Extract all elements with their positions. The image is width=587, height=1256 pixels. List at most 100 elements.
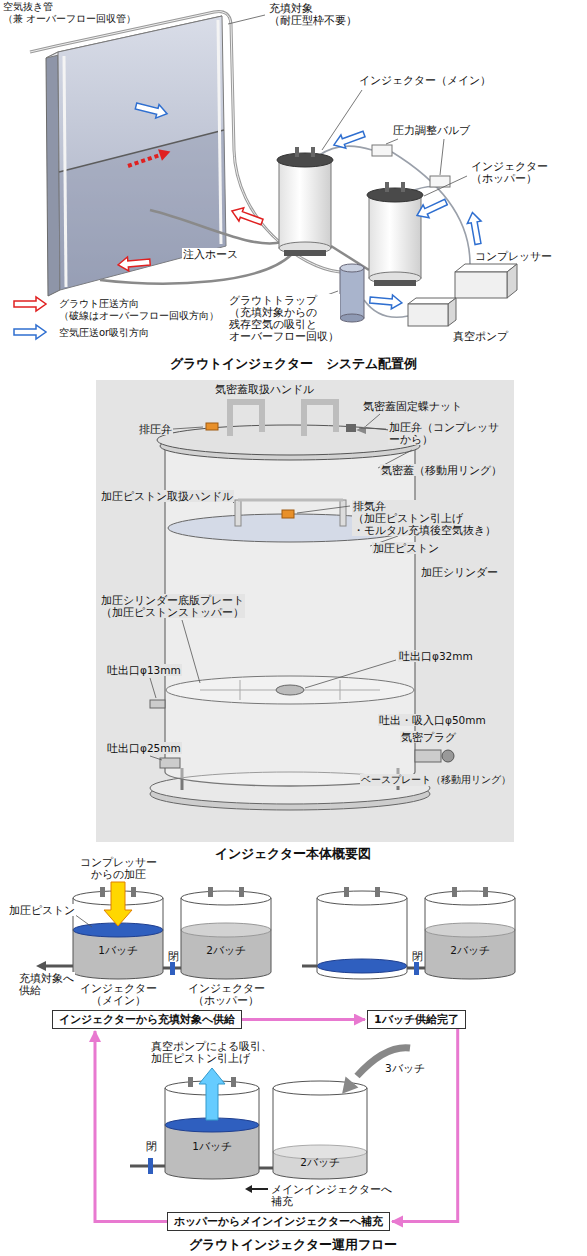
annotation-label: 充填対象 （耐圧型枠不要） (268, 2, 358, 26)
annotation-label: インジェクター（メイン） (358, 74, 492, 86)
text-line: （破線はオーバーフロー回収方向） (59, 310, 219, 322)
overflow-direction-arrow (128, 155, 160, 166)
airtight-lid (304, 402, 336, 436)
leader-line (366, 414, 380, 426)
airtight-lid (206, 423, 218, 430)
annotation-label: 真空ポンプによる吸引、 加圧ピストン引上げ (150, 1040, 273, 1064)
overflow-direction-arrow (128, 146, 172, 166)
text-line: 排気弁 (353, 500, 496, 512)
air-vent-pipe (30, 12, 340, 273)
text-line: （ホッパー） (471, 172, 548, 184)
fill-target-panel (218, 20, 221, 244)
annotation-label: 加圧シリンダー (420, 566, 499, 578)
vacuum-pump (408, 304, 448, 326)
text-line: （兼 オーバーフロー回収管） (3, 13, 136, 25)
process-box: 1バッチ供給完了 (367, 1010, 466, 1029)
annotation-label: 加圧ピストン取扱ハンドル (100, 490, 234, 502)
connecting-pipe (130, 1158, 273, 1174)
leader-line (359, 428, 386, 429)
hopper-cylinder (273, 1081, 367, 1179)
airtight-plug (442, 750, 454, 762)
cylinder-bottom-plate (276, 685, 304, 695)
legend-text: 空気圧送or吸引方向 (58, 327, 150, 339)
text-line: （加圧ピストンストッパー） (101, 606, 244, 618)
hopper-cylinder (425, 898, 515, 979)
hopper-cylinder (239, 887, 244, 897)
leader-line (386, 139, 398, 144)
pressure-valve (372, 145, 450, 187)
text-line: グラウトトラップ (229, 294, 339, 306)
hopper-cylinder (273, 1088, 367, 1179)
injector-cylinder (131, 887, 136, 897)
leader-line (228, 15, 265, 24)
pressure-piston (340, 500, 346, 526)
text-line: オーバーフロー回収） (229, 330, 339, 342)
annotation-label: 加圧弁（コンプレッサーから） (388, 421, 502, 445)
injector-cylinder (317, 891, 407, 905)
pressure-piston (235, 500, 241, 526)
pressure-arrow (104, 882, 132, 926)
annotation-label: 圧力調整バルブ (392, 124, 471, 136)
annotation-label: 加圧シリンダー底版プレート （加圧ピストンストッパー） (100, 594, 245, 618)
annotation-label: メインインジェクターへ 補充 (270, 1183, 393, 1207)
cylinder-bottom-plate (166, 676, 414, 704)
injector-cylinder (317, 959, 407, 973)
injector-cylinder (344, 887, 349, 897)
leader-line (424, 176, 467, 196)
leader-line (150, 756, 162, 760)
leader-line (150, 678, 156, 698)
flow-direction-arrow (245, 1185, 268, 1193)
text-line: グラウト圧送方向 (59, 298, 219, 310)
hopper-injector (369, 195, 421, 278)
connecting-pipe (259, 1167, 273, 1170)
pressure-piston (238, 499, 343, 502)
annotation-label: 気密蓋取扱ハンドル (214, 383, 315, 395)
annotation-label: 2バッチ (449, 944, 491, 956)
hopper-cylinder (452, 887, 457, 897)
annotation-label: 排気弁 （加圧ピストン引上げ ・モルタル充填後空気抜き） (352, 500, 497, 536)
legend-sample (14, 325, 46, 339)
cylinder-bottom-plate (340, 680, 341, 700)
annotation-label: 1バッチ (97, 944, 139, 956)
annotation-label: 気密蓋（移動用リング） (380, 464, 503, 476)
text-line: 加圧シリンダー底版プレート (101, 594, 244, 606)
hopper-injector (367, 188, 423, 202)
hopper-cylinder (425, 891, 515, 905)
grout-direction-arrow (230, 204, 265, 228)
hopper-cylinder (273, 1088, 367, 1179)
hopper-cylinder (425, 898, 515, 979)
injector-cylinder (165, 1125, 259, 1179)
injector-cylinder (375, 887, 380, 897)
grout-direction-arrow (118, 204, 265, 271)
leader-line (305, 660, 396, 688)
outlet-port (160, 758, 180, 768)
text-line: インジェクター (471, 160, 548, 172)
grout-trap (340, 264, 364, 272)
leader-line (182, 620, 200, 683)
grout-trap (340, 264, 364, 322)
text-line: （充填対象からの (229, 306, 339, 318)
flow-direction-arrow (245, 1185, 252, 1193)
fill-target-panel (64, 56, 66, 287)
air-direction-arrow (332, 127, 367, 151)
hopper-cylinder (181, 923, 271, 937)
hopper-cylinder (181, 898, 271, 979)
vacuum-pump (448, 298, 456, 326)
text-line: ・モルタル充填後空気抜き） (353, 524, 496, 536)
hopper-cylinder (208, 887, 213, 897)
injector-cylinder (188, 1077, 193, 1087)
text-line: インジェクター (80, 982, 157, 994)
text-line: （メイン） (80, 994, 157, 1006)
annotation-label: 閉 (411, 950, 424, 962)
overflow-direction-arrow (158, 146, 172, 161)
leader-line (74, 914, 92, 927)
text-line: 残存空気の吸引と (229, 318, 339, 330)
hopper-injector (367, 182, 423, 286)
pressure-valve (372, 145, 392, 156)
air-hose (318, 146, 470, 317)
text-line: （加圧ピストン引上げ (353, 512, 496, 524)
hopper-cylinder (425, 923, 515, 937)
hopper-cylinder (181, 891, 271, 905)
text-line: 空気抜き管 (3, 1, 136, 13)
